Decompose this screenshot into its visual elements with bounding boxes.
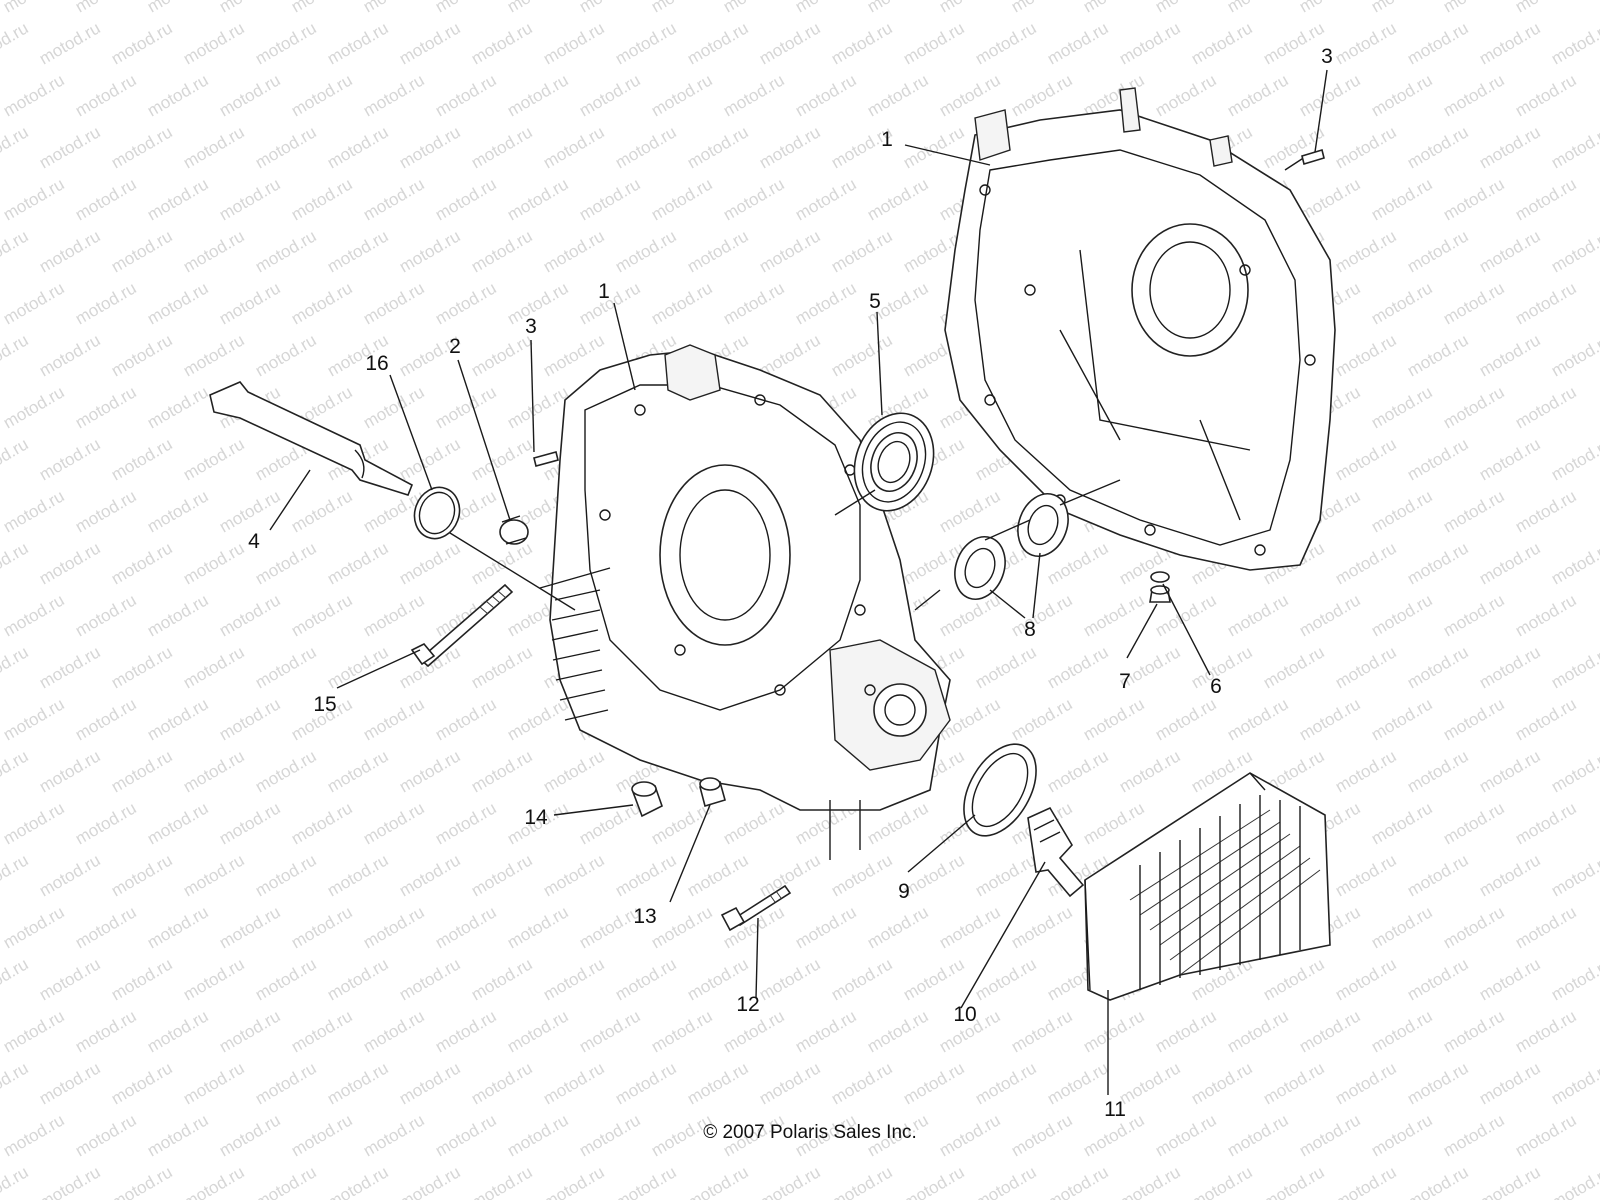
callout-2: 2: [449, 335, 461, 358]
callout-7: 7: [1119, 670, 1131, 693]
callout-4: 4: [248, 530, 260, 553]
drain-plug: [1149, 585, 1171, 603]
crankcase-right-half: [944, 87, 1336, 571]
callout-5: 5: [869, 290, 881, 313]
callout-9: 9: [898, 880, 910, 903]
bearing-pair: [954, 493, 1069, 600]
callout-12: 12: [736, 993, 760, 1016]
plug-14: [631, 781, 663, 818]
callout-1-left: 1: [598, 280, 610, 303]
callout-6: 6: [1210, 675, 1222, 698]
leader-lines: [269, 69, 1328, 1095]
bushing: [499, 515, 529, 545]
short-bolt: [720, 884, 792, 932]
long-bolt: [410, 583, 514, 668]
callout-1-right: 1: [881, 128, 893, 151]
main-bearing: [853, 412, 935, 512]
drain-washer: [1150, 571, 1170, 583]
hose-fitting: [1027, 806, 1085, 898]
callout-14: 14: [524, 806, 548, 829]
callout-16: 16: [365, 352, 389, 375]
callout-3-left: 3: [525, 315, 537, 338]
voltage-regulator: [1084, 772, 1331, 1001]
callout-11: 11: [1104, 1098, 1126, 1121]
callout-8: 8: [1024, 618, 1036, 641]
dowel-pin-left: [533, 451, 559, 467]
plug-13: [699, 777, 726, 808]
crankcase-left-half: [549, 344, 951, 811]
callout-15: 15: [313, 693, 337, 716]
callout-13: 13: [633, 905, 657, 928]
dowel-pin-right: [1301, 148, 1325, 166]
gasket-ring: [963, 743, 1037, 837]
copyright-notice: © 2007 Polaris Sales Inc.: [703, 1122, 917, 1143]
callout-10: 10: [953, 1003, 977, 1026]
dipstick: [209, 381, 414, 496]
callout-3-right: 3: [1321, 45, 1333, 68]
o-ring: [413, 486, 461, 540]
